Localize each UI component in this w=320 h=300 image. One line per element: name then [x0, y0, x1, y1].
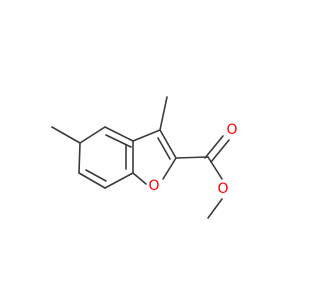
bond-carbonyl-double-2	[210, 139, 230, 163]
bond-o-ring-c7a	[132, 172, 147, 185]
bond-c6-c7	[78, 172, 106, 189]
bond-c5-methyl	[51, 126, 81, 144]
bond-c6-c7-inner-double	[85, 169, 107, 182]
methyl-3-5-dimethylbenzofuran-2-carboxylate-structure: O O O	[51, 96, 238, 219]
atom-label-o-ring: O	[148, 178, 159, 194]
bond-c7-c7a	[104, 172, 134, 189]
bond-c4-c5	[79, 126, 106, 144]
bond-carbonyl-double-1	[204, 135, 224, 159]
bond-c2-o-ring	[162, 157, 177, 180]
bond-o-ester-methyl	[207, 198, 223, 219]
bond-c3-c2	[159, 129, 177, 159]
bond-c2-carbonyl-c	[175, 156, 209, 159]
bond-c3-c2-inner-double	[157, 137, 171, 160]
atom-label-o-carbonyl: O	[226, 122, 237, 138]
bond-c3a-c4	[104, 126, 134, 142]
bond-carbonyl-c-o-ester	[207, 156, 223, 180]
bond-c3-methyl	[159, 96, 168, 131]
bond-c5-c6	[78, 142, 81, 174]
bond-c4-c4-inner-double	[105, 134, 132, 148]
atom-label-o-ester: O	[217, 181, 228, 197]
bond-c3a-c3	[132, 129, 161, 142]
